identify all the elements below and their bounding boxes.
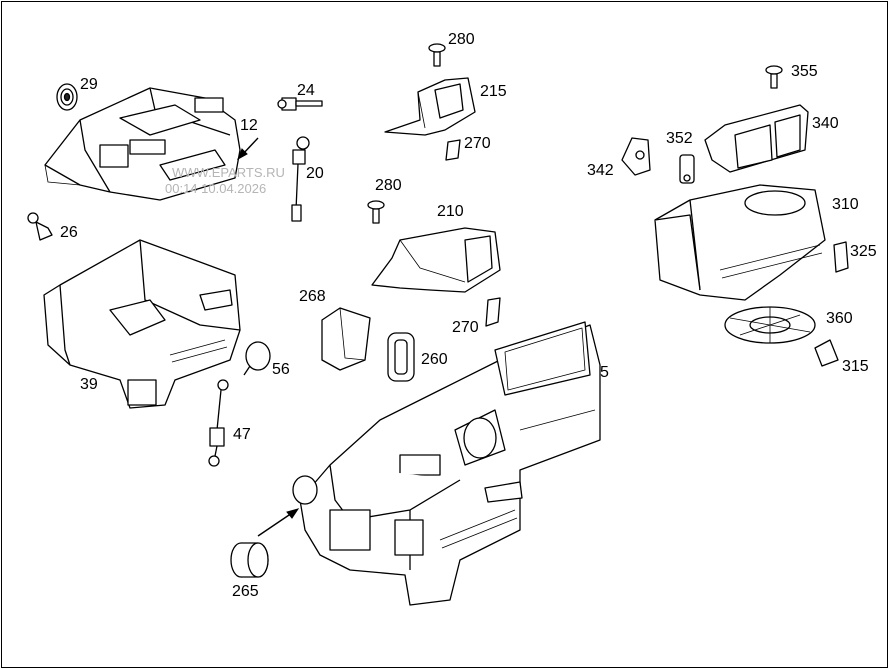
- callout-280-top: 280: [448, 31, 475, 48]
- part-26-clip[interactable]: [27, 212, 53, 241]
- part-210-air-duct[interactable]: [371, 227, 501, 293]
- callout-270-a: 270: [464, 135, 491, 152]
- part-315-fitting[interactable]: [814, 339, 839, 367]
- part-360-fan-cover[interactable]: [724, 306, 816, 344]
- watermark-site: WWW.EPARTS.RU: [172, 165, 285, 180]
- watermark-stamp: 00:14 10.04.2026: [165, 181, 267, 196]
- part-215-duct[interactable]: [384, 77, 476, 136]
- part-280-screw-b[interactable]: [367, 200, 385, 224]
- callout-260: 260: [421, 351, 448, 368]
- callout-360: 360: [826, 310, 853, 327]
- part-280-screw-top[interactable]: [428, 43, 446, 67]
- part-39-lower-housing[interactable]: [43, 239, 241, 409]
- callout-355: 355: [791, 63, 818, 80]
- part-56-cap[interactable]: [243, 341, 271, 376]
- part-5-heater-housing[interactable]: [292, 321, 601, 606]
- callout-20: 20: [306, 165, 324, 182]
- callout-280-mid: 280: [375, 177, 402, 194]
- callout-39: 39: [80, 376, 98, 393]
- callout-265: 265: [232, 583, 259, 600]
- callout-12: 12: [240, 117, 258, 134]
- part-260-seal[interactable]: [387, 332, 415, 382]
- part-12-top-cover[interactable]: [44, 87, 241, 201]
- callout-270-b: 270: [452, 319, 479, 336]
- part-342-bracket[interactable]: [621, 137, 651, 176]
- callout-325: 325: [850, 243, 877, 260]
- part-270-clip-b[interactable]: [485, 297, 501, 327]
- callout-315: 315: [842, 358, 869, 375]
- part-47-sensor-rod[interactable]: [208, 379, 229, 467]
- part-24-fitting[interactable]: [277, 97, 323, 111]
- part-29-grommet[interactable]: [56, 83, 78, 111]
- callout-342: 342: [587, 162, 614, 179]
- callout-210: 210: [437, 203, 464, 220]
- part-265-bushing[interactable]: [230, 542, 269, 578]
- part-310-blower-housing[interactable]: [654, 184, 826, 301]
- part-268-flap[interactable]: [321, 307, 371, 371]
- callout-268: 268: [299, 288, 326, 305]
- part-352-actuator[interactable]: [679, 154, 695, 184]
- callout-24: 24: [297, 82, 315, 99]
- part-270-clip-a[interactable]: [445, 139, 461, 161]
- callout-56: 56: [272, 361, 290, 378]
- part-325-clip[interactable]: [833, 241, 849, 273]
- arrow-265: [257, 508, 300, 537]
- callout-26: 26: [60, 224, 78, 241]
- part-340-filter[interactable]: [704, 104, 809, 173]
- callout-352: 352: [666, 130, 693, 147]
- callout-340: 340: [812, 115, 839, 132]
- callout-29: 29: [80, 76, 98, 93]
- arrow-12: [237, 137, 259, 161]
- callout-310: 310: [832, 196, 859, 213]
- part-355-screw[interactable]: [765, 65, 783, 89]
- callout-215: 215: [480, 83, 507, 100]
- part-20-sensor[interactable]: [291, 136, 310, 222]
- callout-5: 5: [600, 364, 609, 381]
- callout-47: 47: [233, 426, 251, 443]
